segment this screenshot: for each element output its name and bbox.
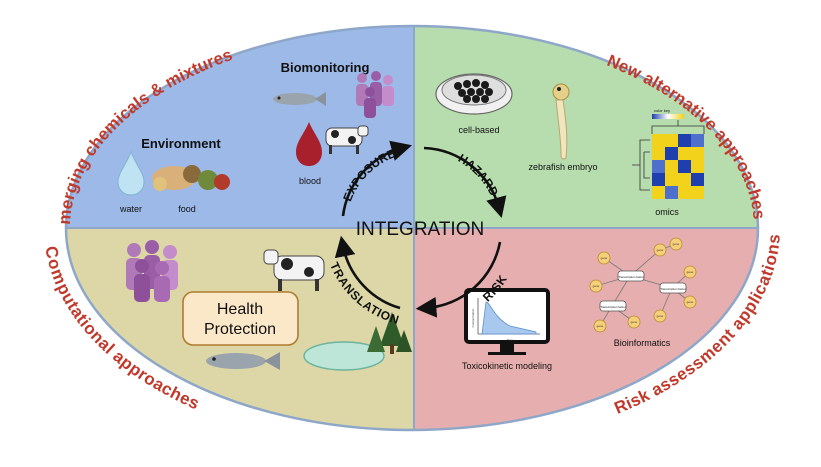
gene-network-icon: Transcription factor Transcription facto… <box>589 237 697 333</box>
cell-based-label: cell-based <box>458 125 499 135</box>
svg-text:gene: gene <box>657 314 664 318</box>
zebrafish-label: zebrafish embryo <box>528 162 597 172</box>
fish-icon <box>273 92 326 106</box>
zebrafish-embryo-icon <box>552 83 570 160</box>
fish-icon <box>206 352 280 370</box>
food-label: food <box>178 204 196 214</box>
svg-text:gene: gene <box>631 320 638 324</box>
cycle-arrow-hazard <box>423 146 507 219</box>
svg-text:gene: gene <box>597 324 604 328</box>
people-group-icon <box>126 240 178 302</box>
people-group-icon <box>356 71 394 118</box>
petri-dish-icon <box>435 73 513 115</box>
bioinformatics-label: Bioinformatics <box>614 338 671 348</box>
svg-text:gene: gene <box>601 256 608 260</box>
omics-heatmap-icon: color key <box>632 108 705 199</box>
svg-text:gene: gene <box>687 300 694 304</box>
svg-text:Transcription factor: Transcription factor <box>660 287 686 291</box>
biomonitoring-title: Biomonitoring <box>281 60 370 75</box>
food-icon <box>152 165 230 191</box>
tree-icon <box>367 312 412 354</box>
blood-label: blood <box>299 176 321 186</box>
svg-text:gene: gene <box>687 270 694 274</box>
integration-label: INTEGRATION <box>356 219 484 240</box>
svg-text:gene: gene <box>657 248 664 252</box>
cycle-arrow-exposure <box>341 140 413 217</box>
svg-text:Transcription factor: Transcription factor <box>618 275 644 279</box>
cycle-arrow-translation <box>415 241 502 318</box>
environment-title: Environment <box>141 136 221 151</box>
lake-icon <box>303 341 385 371</box>
svg-text:Time: Time <box>507 338 514 342</box>
cow-icon <box>263 249 325 291</box>
blood-drop-icon <box>296 122 322 166</box>
integration-cycle <box>334 140 507 318</box>
svg-text:gene: gene <box>593 284 600 288</box>
water-label: water <box>119 204 142 214</box>
cow-icon <box>325 125 369 154</box>
omics-label: omics <box>655 207 679 217</box>
svg-text:color key: color key <box>654 108 670 113</box>
svg-text:Concentration: Concentration <box>471 308 475 327</box>
svg-text:Transcription factor: Transcription factor <box>600 305 626 309</box>
health-label-line2: Protection <box>204 321 276 338</box>
monitor-icon: Time Concentration <box>464 288 550 355</box>
health-label-line1: Health <box>217 301 263 318</box>
health-protection-box: Health Protection <box>182 291 299 346</box>
water-drop-icon <box>117 150 145 196</box>
svg-text:gene: gene <box>673 242 680 246</box>
toxicokinetic-label: Toxicokinetic modeling <box>462 361 552 371</box>
outer-ellipse <box>64 24 760 432</box>
cycle-arrow-risk <box>334 235 401 310</box>
